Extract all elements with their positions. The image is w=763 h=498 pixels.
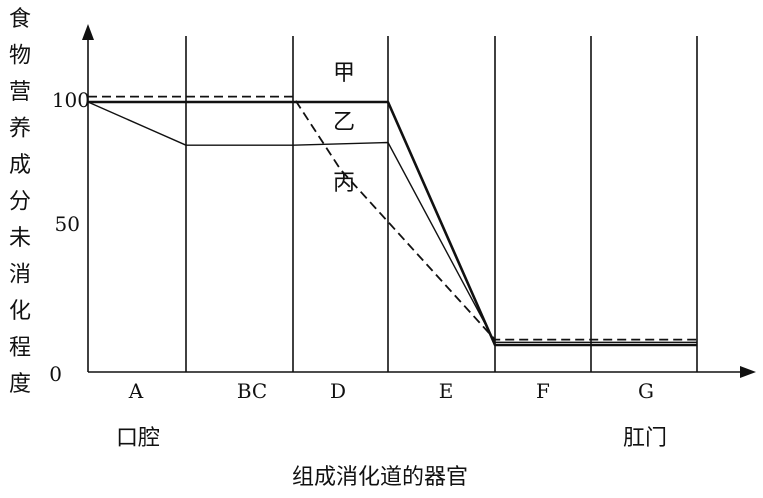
series-label-yi: 乙 [333, 110, 355, 135]
series-line-3 [88, 95, 697, 341]
series-line-2 [87, 101, 697, 343]
y-axis-arrow [82, 24, 94, 40]
x-tick-f: F [536, 379, 550, 403]
x-tick-a: A [128, 379, 144, 403]
y-tick-100: 100 [52, 88, 90, 112]
segment-dividers [185, 36, 698, 372]
x-tick-bc: BC [237, 379, 267, 403]
x-axis-label: 组成消化道的器官 [292, 465, 468, 490]
series-label-jia: 甲 [333, 61, 355, 86]
x-tick-d: D [330, 379, 346, 403]
series-line-1 [88, 100, 697, 347]
x-axis-arrow [740, 366, 756, 378]
y-tick-50: 50 [55, 212, 80, 236]
x-tick-e: E [439, 379, 454, 403]
segment-note-mouth: 口腔 [116, 426, 160, 451]
x-tick-g: G [638, 379, 654, 403]
y-axis-label: 食物营养成分未消化程度 [9, 7, 31, 397]
y-tick-0: 0 [49, 362, 62, 386]
series-label-bing: 丙 [333, 171, 355, 196]
axes [82, 24, 756, 378]
series-lines [87, 95, 697, 347]
segment-note-anus: 肛门 [623, 426, 667, 451]
